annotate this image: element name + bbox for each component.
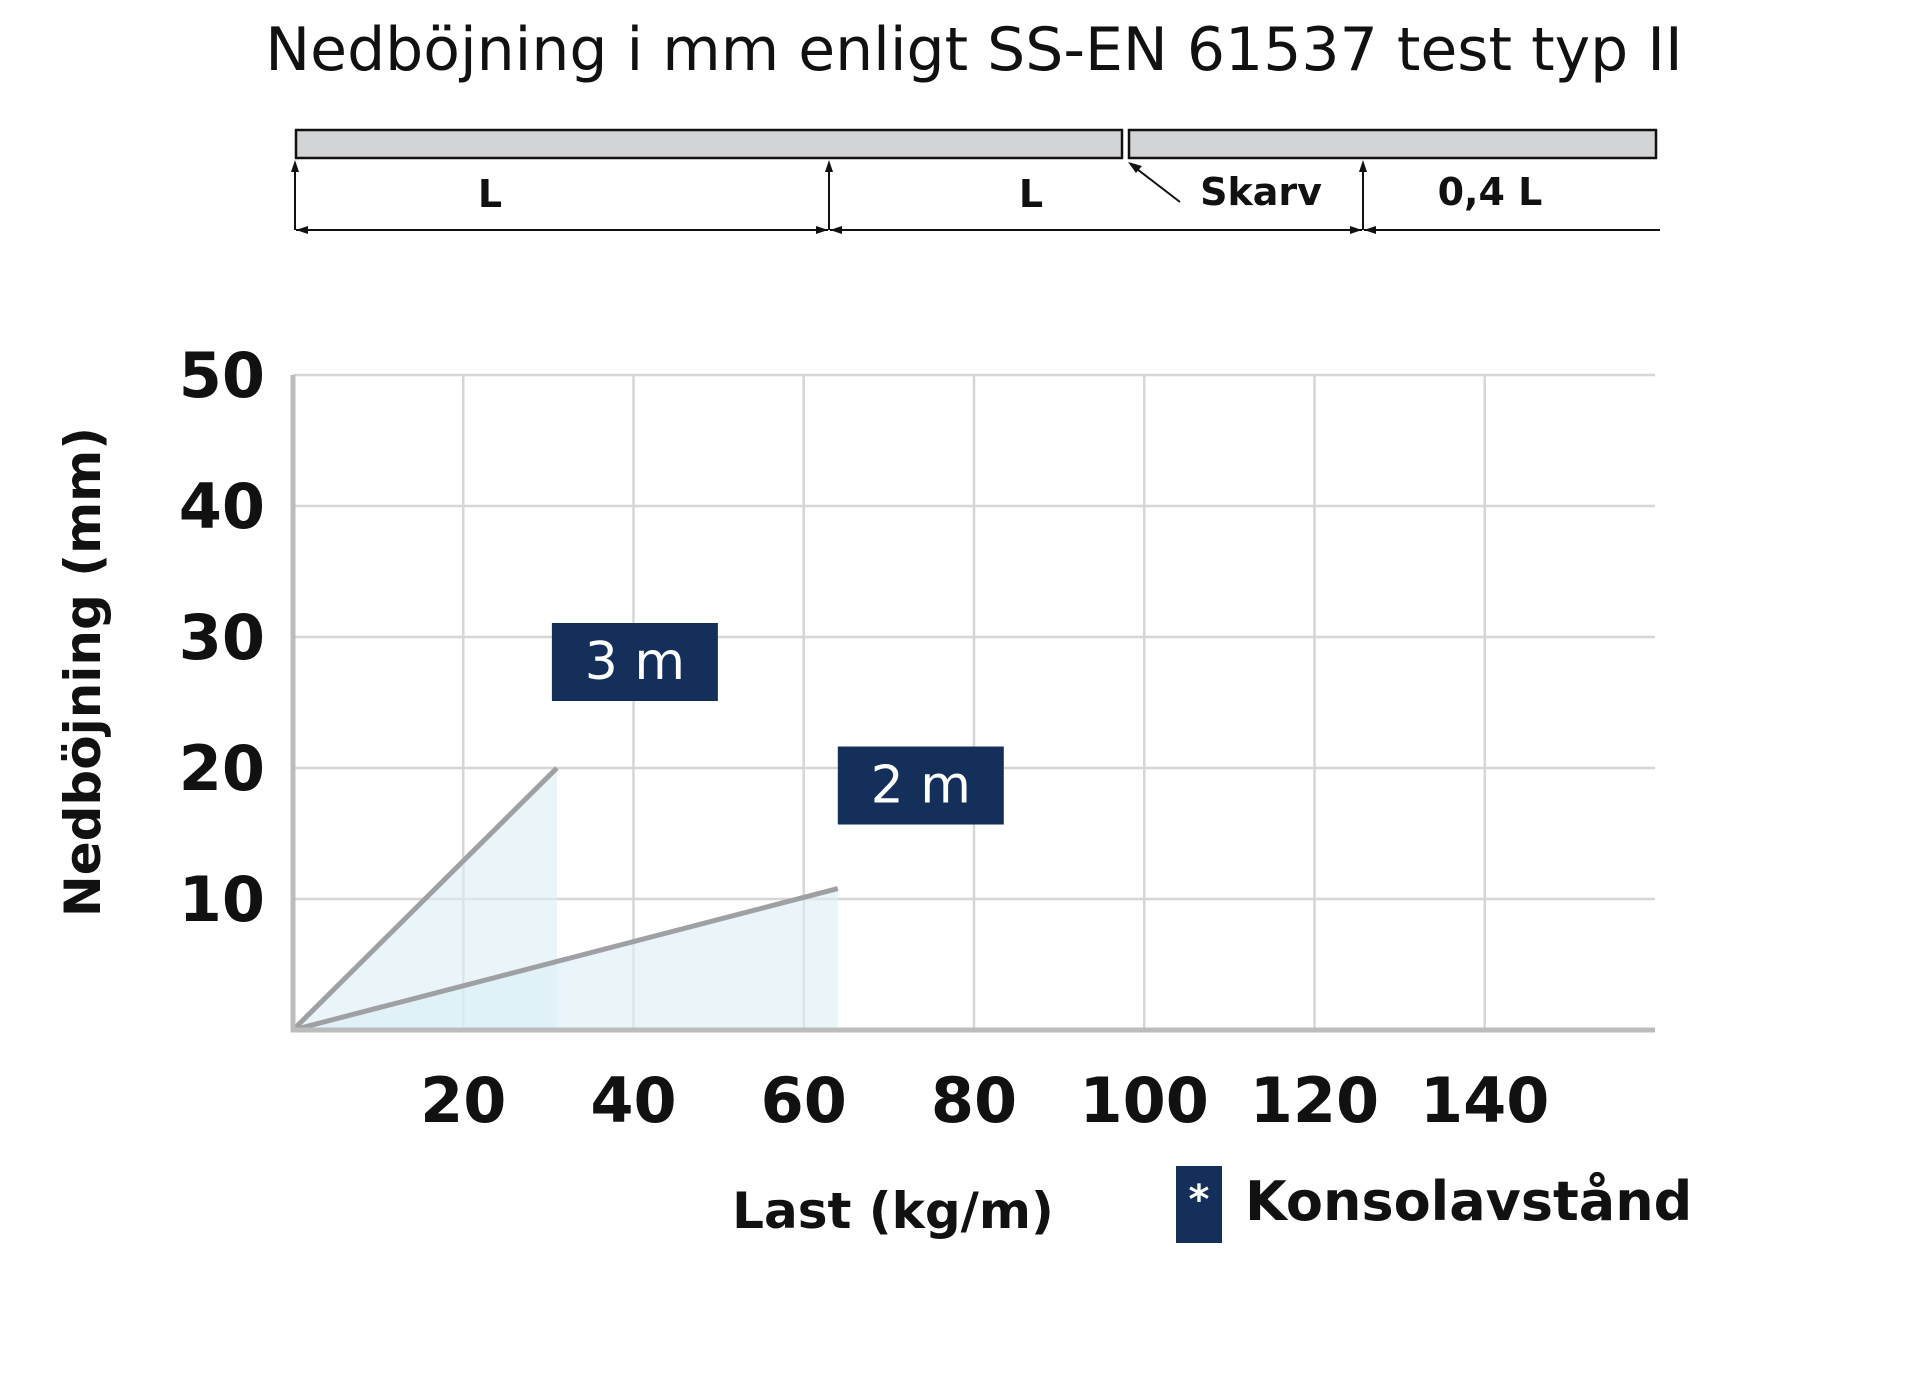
joint-pointer-line xyxy=(1132,165,1181,203)
y-tick-label-30: 30 xyxy=(179,601,265,674)
chart-title: Nedböjning i mm enligt SS-EN 61537 test … xyxy=(265,15,1682,85)
series-line-0 xyxy=(291,766,559,1032)
legend-symbol: * xyxy=(1189,1177,1210,1223)
dimension-arrow-2a xyxy=(830,226,842,234)
tray-segment-right xyxy=(1127,128,1658,160)
legend: * Konsolavstånd xyxy=(1176,1166,1692,1243)
x-tick-label-40: 40 xyxy=(590,1064,676,1137)
series-label-1: 2 m xyxy=(871,756,971,816)
joint-label: Skarv xyxy=(1200,170,1322,214)
series-line-1 xyxy=(292,886,839,1033)
support-arrow-3 xyxy=(1359,160,1367,172)
dimension-arrow-2b xyxy=(1350,226,1362,234)
y-tick-labels: 10 20 30 40 50 xyxy=(179,339,265,936)
span-label-2: L xyxy=(1019,172,1043,216)
dimension-arrow-1a xyxy=(296,226,308,234)
support-arrow-1 xyxy=(291,160,299,172)
x-tick-labels: 20 40 60 80 100 120 140 xyxy=(420,1064,1549,1137)
series-lines xyxy=(291,766,839,1033)
axes xyxy=(290,375,1655,1033)
x-tick-label-120: 120 xyxy=(1250,1064,1379,1137)
span-schematic: L L Skarv 0,4 L xyxy=(291,128,1660,234)
y-tick-label-20: 20 xyxy=(179,732,265,805)
series-labels: 3 m 2 m xyxy=(551,623,1004,825)
x-tick-label-60: 60 xyxy=(761,1064,847,1137)
tray-segment-left xyxy=(294,128,1124,160)
legend-swatch xyxy=(1176,1166,1222,1243)
span-label-1: L xyxy=(478,172,502,216)
support-arrow-2 xyxy=(825,160,833,172)
x-tick-label-20: 20 xyxy=(420,1064,506,1137)
span-label-3: 0,4 L xyxy=(1438,170,1543,214)
dimension-arrow-1b xyxy=(816,226,828,234)
series-label-0: 3 m xyxy=(585,632,685,692)
dimension-arrow-3a xyxy=(1364,226,1376,234)
y-axis-title: Nedböjning (mm) xyxy=(54,427,112,917)
joint-pointer-arrow xyxy=(1128,162,1142,173)
series-label-box-0 xyxy=(551,623,718,701)
x-axis-title: Last (kg/m) xyxy=(732,1182,1054,1240)
legend-label: Konsolavstånd xyxy=(1245,1170,1692,1233)
series-label-box-1 xyxy=(837,746,1004,825)
y-tick-label-10: 10 xyxy=(179,863,265,936)
x-tick-label-80: 80 xyxy=(931,1064,1017,1137)
x-tick-label-140: 140 xyxy=(1420,1064,1549,1137)
x-tick-label-100: 100 xyxy=(1080,1064,1209,1137)
y-tick-label-40: 40 xyxy=(179,470,265,543)
y-tick-label-50: 50 xyxy=(179,339,265,412)
